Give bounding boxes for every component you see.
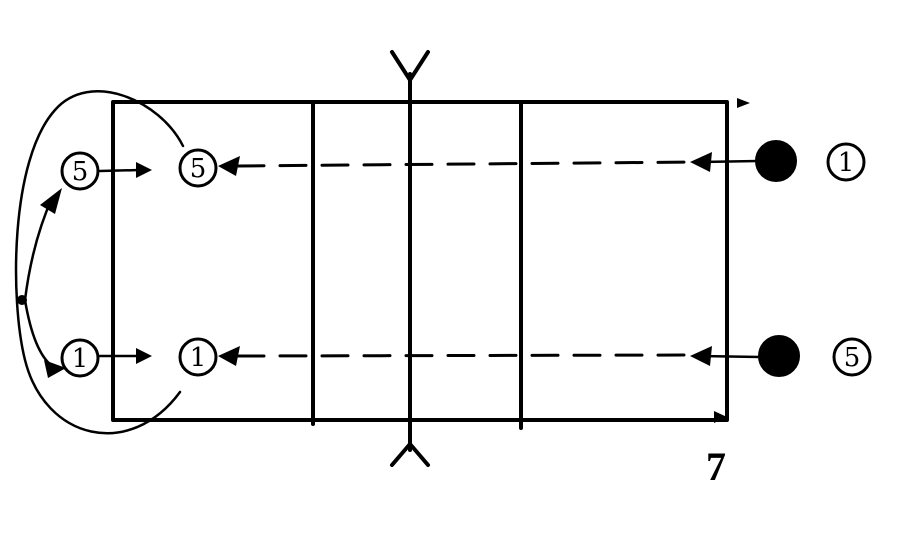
court-outline [111,100,729,422]
player-number: 1 [72,344,89,374]
net-post-top [390,50,430,82]
player-target-bottom: 1 [178,337,218,377]
player-circle [178,337,218,377]
player-start-bottom: 1 [60,338,100,378]
player-circle [832,337,872,377]
corner-arrow-bottom-right [714,411,727,423]
player-number: 5 [190,154,207,184]
player-circle [60,338,100,378]
move-to-top-arrow [40,188,62,214]
player-circle [178,148,218,188]
player-number: 1 [190,343,207,373]
player-right-top: 1 [826,142,866,182]
pass-paths [218,152,762,366]
pass-arrow-top [218,156,240,176]
player-circle [60,151,100,191]
pass-path-top [236,160,702,168]
corner-arrow-top-right [737,98,750,108]
player-target-top: 5 [178,148,218,188]
player-right-bottom: 5 [832,337,872,377]
ball-top [755,140,797,182]
player-start-top: 5 [60,151,100,191]
ball-arrow-top [690,152,712,172]
rotation-paths [14,90,185,435]
move-to-bottom-path [23,298,54,368]
player-number: 5 [72,157,89,187]
court [111,50,750,467]
rotation-loop [14,90,185,435]
player-circle [826,142,866,182]
player-number: 1 [838,148,855,178]
net-post-bottom [390,442,430,467]
move-to-top-path [23,196,54,302]
entry-arrow-bottom [136,348,152,364]
ball-arrow-bottom [690,346,712,366]
pivot-point [17,295,27,305]
entry-path-top [98,168,142,173]
pass-arrow-bottom [218,346,240,366]
player-number: 5 [844,343,861,373]
pass-path-bottom [236,353,702,358]
move-to-bottom-arrow [44,360,66,378]
ball-bottom [758,335,800,377]
entry-arrow-top [136,162,152,178]
figure-number: 7 [706,444,726,489]
